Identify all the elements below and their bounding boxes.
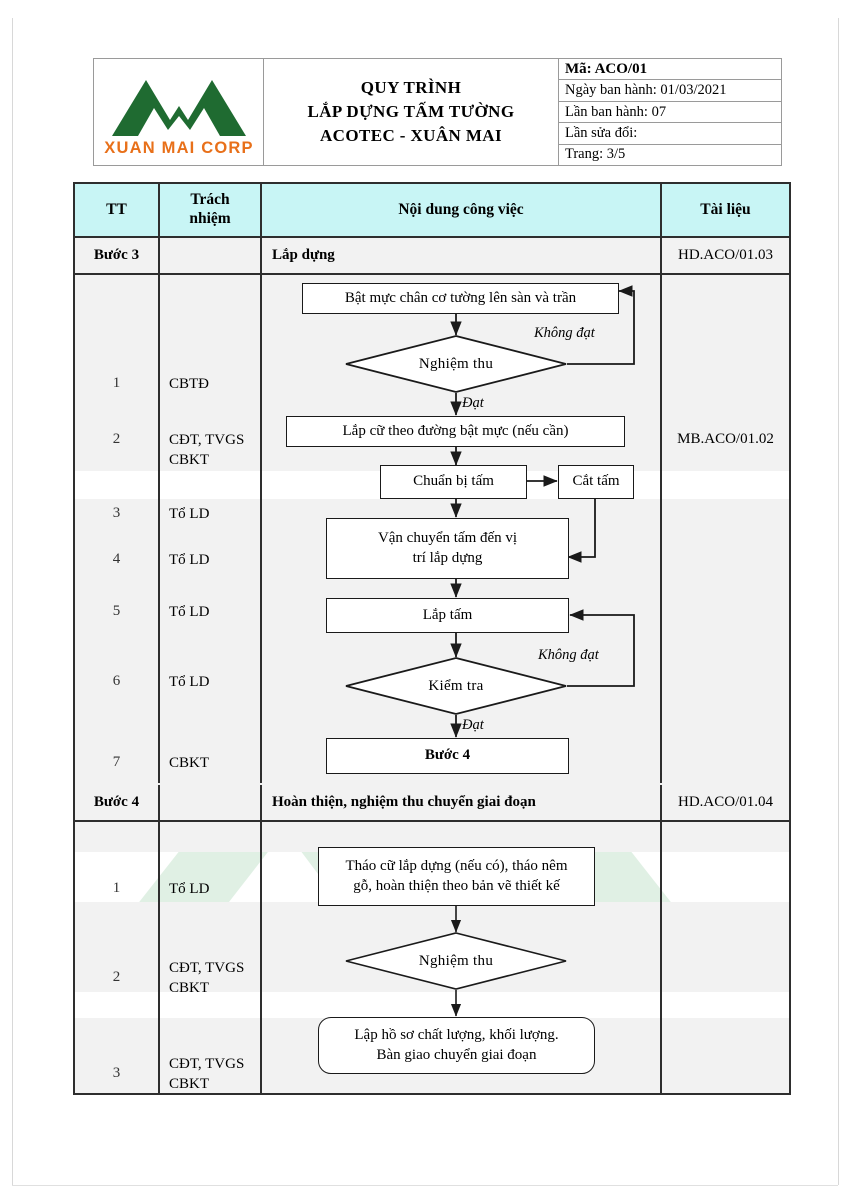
column-header-tt: TT	[75, 184, 160, 236]
responsibility-cell-5: Tổ LD	[169, 604, 210, 620]
step-doc-buoc-3: HD.ACO/01.03	[677, 247, 773, 263]
flow-node-thao-cu: Tháo cữ lắp dựng (nếu có), tháo nêm gỗ, …	[318, 847, 595, 906]
tt-cell-2: 2	[112, 431, 121, 447]
responsibility-cell-b4-1: Tổ LD	[169, 881, 210, 897]
flow-node-bat-muc: Bật mực chân cơ tường lên sàn và trần	[302, 283, 619, 314]
document-meta-block: Mã: ACO/01 Ngày ban hành: 01/03/2021 Lần…	[559, 59, 781, 165]
flow-node-van-chuyen-tam: Vận chuyển tấm đến vị trí lắp dựng	[326, 518, 569, 579]
flow-node-thao-cu-line1: Tháo cữ lắp dựng (nếu có), tháo nêm	[345, 858, 568, 874]
flow-node-lap-ho-so-line1: Lập hồ sơ chất lượng, khối lượng.	[354, 1027, 559, 1043]
column-header-document: Tài liệu	[700, 200, 751, 218]
responsibility-cell-2-line2: CBKT	[169, 452, 210, 469]
document-cell-mb-aco: MB.ACO/01.02	[677, 431, 774, 447]
title-line-2: LẮP DỰNG TẤM TƯỜNG	[307, 101, 515, 121]
flow-node-lap-ho-so-line2: Bàn giao chuyển giai đoạn	[376, 1046, 537, 1063]
tt-cell-b4-2: 2	[112, 969, 121, 985]
meta-revision: Lần sửa đổi:	[559, 123, 781, 145]
step-row-buoc-3: Bước 3 Lắp dựng HD.ACO/01.03	[75, 238, 789, 275]
logo-cell: XUAN MAI CORP	[94, 59, 264, 165]
tt-column-buoc-3: 1 2 3 4 5 6 7	[75, 275, 160, 783]
responsibility-cell-b4-2: CĐT, TVGS CBKT	[169, 958, 244, 999]
responsibility-cell-b4-3-line1: CĐT, TVGS	[169, 1056, 245, 1072]
tt-column-buoc-4: 1 2 3	[75, 822, 160, 1093]
flowchart-buoc-3: Bật mực chân cơ tường lên sàn và trần Ng…	[262, 275, 660, 783]
content-column-buoc-3: Bật mực chân cơ tường lên sàn và trần Ng…	[262, 275, 662, 783]
title-line-3: ACOTEC - XUÂN MAI	[320, 126, 502, 146]
column-header-responsibility: Trách nhiệm	[160, 184, 262, 236]
tt-cell-6: 6	[112, 673, 121, 689]
meta-issue-date: Ngày ban hành: 01/03/2021	[559, 80, 781, 102]
responsibility-cell-1: CBTĐ	[169, 376, 210, 392]
step-label-buoc-4: Bước 4	[75, 785, 160, 820]
flow-node-thao-cu-line2: gỗ, hoàn thiện theo bản vẽ thiết kế	[353, 877, 560, 894]
flowchart-buoc-4: Tháo cữ lắp dựng (nếu có), tháo nêm gỗ, …	[262, 822, 660, 1093]
flow-node-lap-cu: Lắp cữ theo đường bật mực (nếu cần)	[286, 416, 625, 447]
step-row-buoc-4: Bước 4 Hoàn thiện, nghiệm thu chuyển gia…	[75, 785, 789, 822]
flow-decision-nghiem-thu-label: Nghiệm thu	[418, 355, 494, 372]
logo-text: XUAN MAI CORP	[104, 139, 253, 156]
tt-cell-7: 7	[112, 754, 121, 770]
page-border-bottom	[12, 1185, 838, 1186]
edge-label-khong-dat-1: Không đạt	[534, 325, 595, 341]
process-table: TT Trách nhiệm Nội dung công việc Tài li…	[73, 182, 791, 1095]
flow-node-cat-tam: Cắt tấm	[558, 465, 634, 499]
tt-cell-1: 1	[112, 375, 121, 391]
step-title-buoc-4: Hoàn thiện, nghiệm thu chuyển giai đoạn	[262, 785, 662, 820]
step-title-buoc-3: Lắp dựng	[262, 238, 662, 273]
section-body-buoc-4: 1 2 3 Tổ LD CĐT, TVGS CBKT CĐT, TVGS CBK…	[75, 822, 789, 1093]
tt-cell-b4-1: 1	[112, 880, 121, 896]
column-header-responsibility-line2: nhiệm	[189, 210, 231, 227]
tt-cell-b4-3: 3	[112, 1065, 121, 1081]
content-column-buoc-4: Tháo cữ lắp dựng (nếu có), tháo nêm gỗ, …	[262, 822, 662, 1093]
responsibility-cell-2-line1: CĐT, TVGS	[169, 432, 245, 448]
table-header-row: TT Trách nhiệm Nội dung công việc Tài li…	[75, 184, 789, 238]
responsibility-cell-7: CBKT	[169, 755, 210, 771]
meta-issue-number: Lần ban hành: 07	[559, 102, 781, 124]
edge-label-khong-dat-2: Không đạt	[538, 647, 599, 663]
responsibility-column-buoc-3: CBTĐ CĐT, TVGS CBKT Tổ LD Tổ LD Tổ LD Tổ…	[160, 275, 262, 783]
responsibility-cell-b4-3: CĐT, TVGS CBKT	[169, 1054, 244, 1095]
section-body-buoc-3: 1 2 3 4 5 6 7 CBTĐ CĐT, TVGS CBKT Tổ LD …	[75, 275, 789, 785]
flow-node-lap-tam: Lắp tấm	[326, 598, 569, 633]
step-doc-buoc-4: HD.ACO/01.04	[677, 794, 773, 810]
responsibility-cell-2: CĐT, TVGS CBKT	[169, 430, 244, 471]
title-line-1: QUY TRÌNH	[360, 77, 462, 97]
flow-decision-kiem-tra: Kiểm tra	[345, 657, 567, 715]
edge-label-dat-1: Đạt	[462, 395, 484, 411]
responsibility-cell-6: Tổ LD	[169, 674, 210, 690]
document-column-buoc-3: MB.ACO/01.02	[662, 275, 789, 783]
flow-node-van-chuyen-tam-line2: trí lắp dựng	[412, 549, 483, 566]
flow-node-chuan-bi-tam: Chuẩn bị tấm	[380, 465, 527, 499]
page-border-left	[12, 18, 13, 1185]
edge-label-dat-2: Đạt	[462, 717, 484, 733]
meta-page: Trang: 3/5	[565, 146, 626, 163]
responsibility-column-buoc-4: Tổ LD CĐT, TVGS CBKT CĐT, TVGS CBKT	[160, 822, 262, 1093]
document-header: XUAN MAI CORP QUY TRÌNH LẮP DỰNG TẤM TƯỜ…	[93, 58, 782, 166]
flow-decision-kiem-tra-label: Kiểm tra	[428, 677, 484, 694]
flow-node-buoc-4: Bước 4	[326, 738, 569, 774]
page-border-right	[838, 18, 839, 1185]
column-header-content: Nội dung công việc	[262, 184, 662, 236]
tt-cell-3: 3	[112, 505, 121, 521]
flow-node-lap-ho-so: Lập hồ sơ chất lượng, khối lượng. Bàn gi…	[318, 1017, 595, 1074]
flow-decision-nghiem-thu-b4: Nghiệm thu	[345, 932, 567, 990]
meta-code: Mã: ACO/01	[559, 59, 781, 81]
responsibility-cell-b4-3-line2: CBKT	[169, 1076, 210, 1093]
tt-cell-5: 5	[112, 603, 121, 619]
document-column-buoc-4	[662, 822, 789, 1093]
responsibility-cell-b4-2-line2: CBKT	[169, 980, 210, 997]
responsibility-cell-4: Tổ LD	[169, 552, 210, 568]
flow-node-van-chuyen-tam-line1: Vận chuyển tấm đến vị	[377, 530, 518, 546]
step-label-buoc-3: Bước 3	[75, 238, 160, 273]
responsibility-cell-3: Tổ LD	[169, 506, 210, 522]
column-header-responsibility-line1: Trách	[190, 191, 230, 209]
step-responsibility-buoc-4	[160, 785, 262, 820]
step-responsibility-buoc-3	[160, 238, 262, 273]
xuan-mai-corp-logo-icon: XUAN MAI CORP	[104, 80, 253, 156]
responsibility-cell-b4-2-line1: CĐT, TVGS	[169, 960, 245, 976]
document-title: QUY TRÌNH LẮP DỰNG TẤM TƯỜNG ACOTEC - XU…	[264, 59, 559, 165]
tt-cell-4: 4	[112, 551, 121, 567]
flow-decision-nghiem-thu: Nghiệm thu	[345, 335, 567, 393]
flow-decision-nghiem-thu-b4-label: Nghiệm thu	[418, 952, 494, 969]
